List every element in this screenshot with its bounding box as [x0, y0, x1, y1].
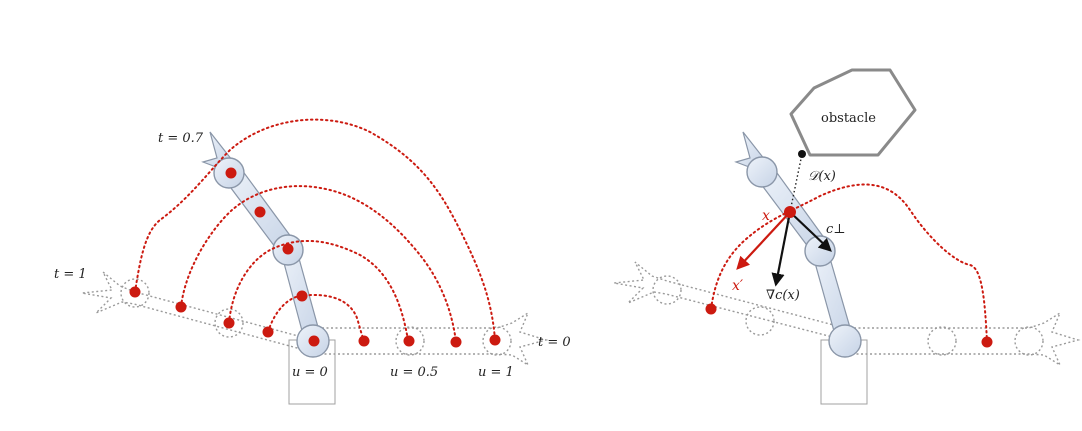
obstacle [789, 68, 917, 157]
grad-arrow [771, 211, 792, 287]
label-c-perp: c⊥ [826, 222, 846, 237]
point [262, 326, 274, 338]
label-x-prime: x′ [732, 278, 744, 294]
obstacle-label: obstacle [821, 111, 876, 126]
arm-right-panel [734, 131, 862, 358]
label-distance: 𝒟(x) [808, 169, 836, 184]
point [254, 206, 266, 218]
point [705, 303, 717, 315]
point-x [784, 206, 796, 218]
point [489, 334, 501, 346]
label-u0: u = 0 [292, 365, 328, 380]
left-panel: t = 0.7 t = 1 t = 0 u = 0 u = 0.5 u = 1 [54, 118, 571, 405]
x-prime-arrow [736, 211, 791, 270]
label-x: x [762, 208, 770, 224]
c-perp-arrow [789, 211, 832, 252]
ghost-arm-left-right-panel [613, 261, 846, 341]
point [223, 317, 235, 329]
label-t1: t = 1 [54, 267, 87, 282]
label-t0: t = 0 [538, 335, 571, 350]
label-u1: u = 1 [478, 365, 514, 380]
label-u05: u = 0.5 [390, 365, 438, 380]
label-t07: t = 0.7 [158, 131, 204, 146]
point [296, 290, 308, 302]
point [225, 167, 237, 179]
point [403, 335, 415, 347]
trajectory-points-left [129, 167, 501, 348]
point [358, 335, 370, 347]
right-panel: obstacle [613, 68, 1081, 405]
point [981, 336, 993, 348]
closest-point [798, 150, 806, 158]
point [308, 335, 320, 347]
point [450, 336, 462, 348]
label-grad: ∇c(x) [766, 288, 800, 303]
ghost-arm-left [81, 271, 314, 353]
point [282, 243, 294, 255]
trajectories-left [134, 118, 496, 343]
point [175, 301, 187, 313]
ghost-arm-right-right-panel [845, 311, 1081, 367]
arm-t07 [201, 131, 330, 358]
distance-line [789, 153, 803, 213]
ghost-arm-right [313, 311, 549, 367]
trajectory-right [710, 183, 988, 343]
point [129, 286, 141, 298]
